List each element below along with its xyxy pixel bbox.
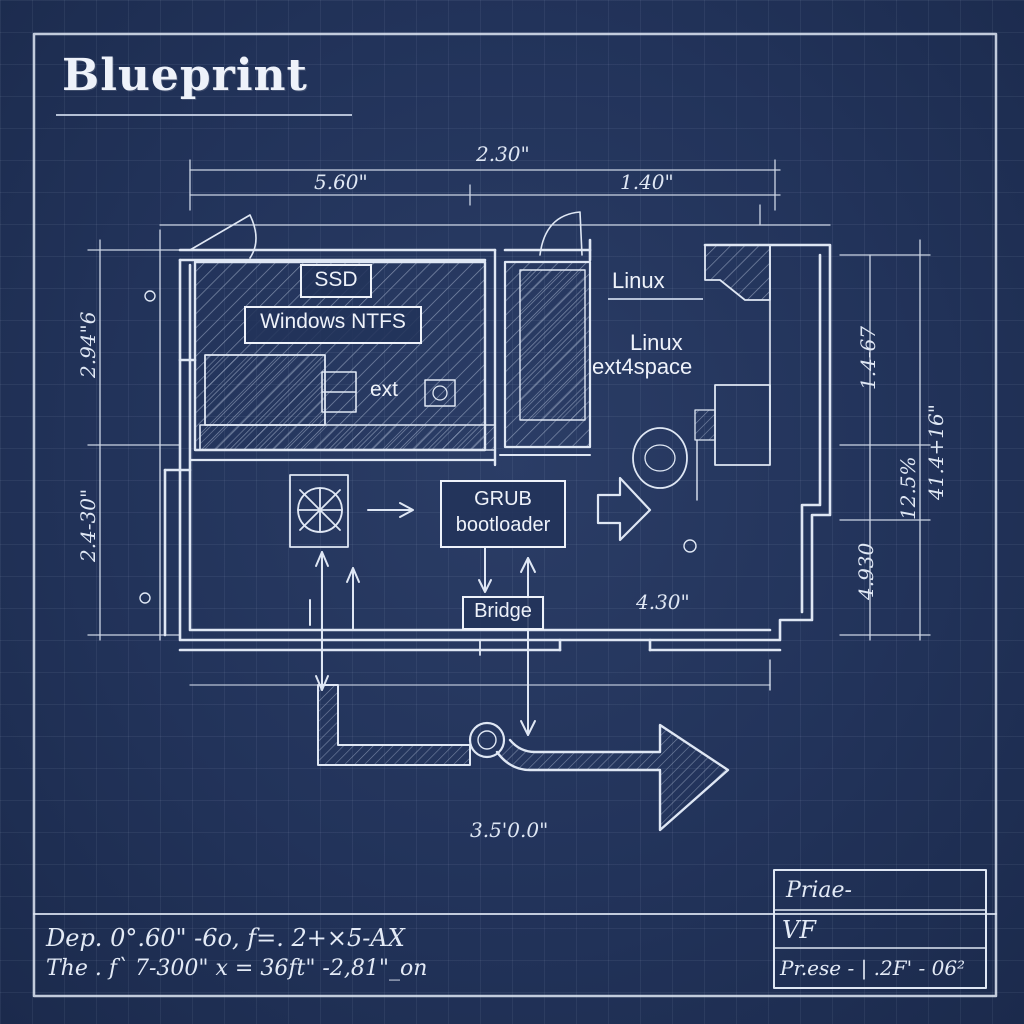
notes-line-1: Dep. 0°.60" -6o, f=. 2+×5-AX [46,924,405,952]
right-dimension-lines [839,239,931,641]
inner-cabinet [204,354,326,426]
right-hollow-arrow [596,476,652,542]
top-dimension-lines [159,159,831,226]
dim-lower-mid: 4.30" [636,590,690,614]
linux-space-label-line1: Linux [630,330,683,355]
right-fixture-hatch [704,244,771,301]
page-border [32,32,998,998]
bridge-label: Bridge [462,596,544,630]
cabinet-right [714,384,771,466]
windows-ntfs-label: Windows NTFS [244,306,422,344]
outer-walls [163,238,832,652]
dim-bottom: 3.5'0.0" [470,818,549,842]
dim-top-right: 1.40" [620,170,674,194]
grub-bootloader-box: GRUB bootloader [440,480,566,548]
fan-symbol-icon [289,474,349,548]
linux-space-label-line2: ext4space [592,354,693,379]
dim-left-lower: 2.4-30" [76,488,100,562]
left-dimension-lines [87,229,181,641]
inner-counter [199,424,496,451]
title-block-row2-text: VF [782,916,816,944]
title-block-frame [773,869,987,989]
title-block-row1-text: Priae- [786,878,852,903]
lower-duct-hatch [317,684,471,766]
dim-top-overall: 2.30" [476,142,530,166]
big-arrow [495,723,730,832]
dim-left-upper: 2.94"6 [76,311,100,378]
dim-top-left: 5.60" [314,170,368,194]
title-block-row3-text: Pr.ese - | .2F' - 06² [780,956,966,980]
page-title: Blueprint [62,50,308,101]
bootloader-label: bootloader [455,514,551,536]
grub-label: GRUB [474,488,532,510]
pipe-junction [468,721,506,759]
chair-fixture [632,427,688,489]
ext-label: ext [370,378,399,401]
dim-right-inner-lower: 4.930 [854,542,878,600]
dim-right-outer: 41.4+16" [924,404,948,500]
ssd-label: SSD [300,264,372,298]
notes-line-2: The . f` 7-300" x = 36ft" -2,81"_on [46,956,428,981]
linux-underline [608,298,703,300]
linux-label: Linux [612,268,665,293]
dim-right-inner-middle: 12.5% [896,456,920,520]
door-arc-left [189,214,257,259]
title-underline [56,114,352,116]
arrows [309,476,652,736]
door-arc-top [539,211,583,256]
dim-right-inner-upper: 1.4-67 [856,325,880,390]
